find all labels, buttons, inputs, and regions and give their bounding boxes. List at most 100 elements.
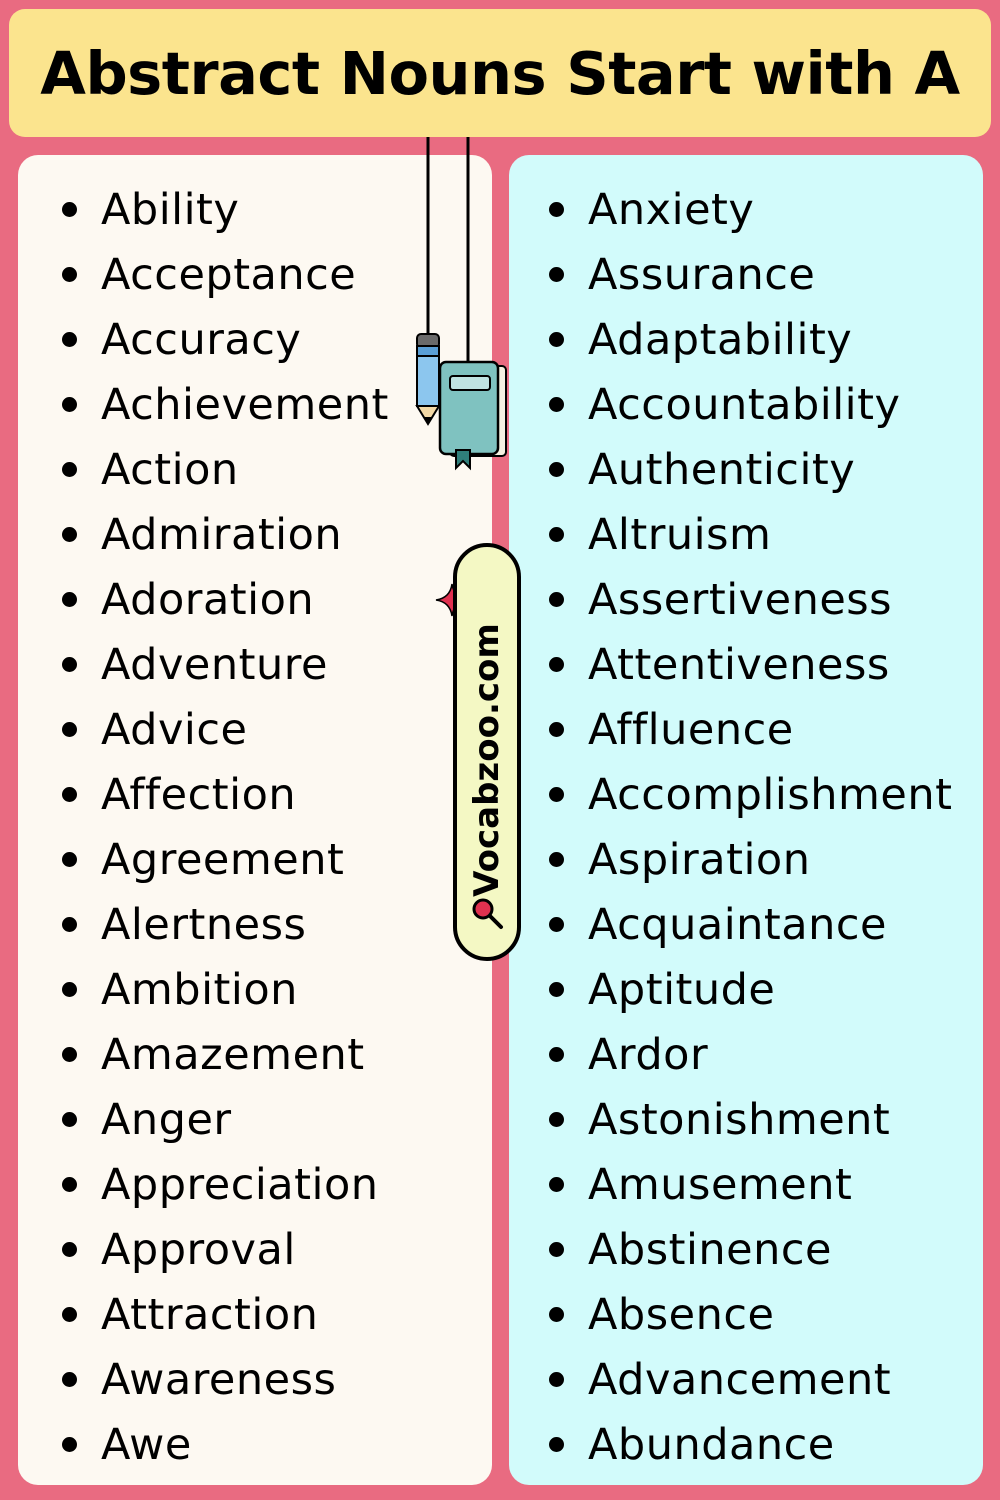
left-word-item: Approval	[62, 1217, 389, 1282]
bullet-icon	[549, 1177, 564, 1192]
right-word-item: Accomplishment	[549, 762, 952, 827]
bullet-icon	[549, 267, 564, 282]
right-word-item: Anxiety	[549, 177, 952, 242]
bullet-icon	[549, 332, 564, 347]
left-word-word: Appreciation	[101, 1159, 379, 1210]
left-word-word: Ability	[101, 184, 240, 235]
right-word-word: Absence	[588, 1289, 775, 1340]
left-word-item: Admiration	[62, 502, 389, 567]
bullet-icon	[549, 202, 564, 217]
left-word-word: Alertness	[101, 899, 307, 950]
search-icon	[472, 898, 503, 929]
right-word-word: Abstinence	[588, 1224, 832, 1275]
left-word-word: Affection	[101, 769, 297, 820]
page-title: Abstract Nouns Start with A	[40, 38, 960, 108]
left-word-item: Ability	[62, 177, 389, 242]
bullet-icon	[62, 1112, 77, 1127]
bullet-icon	[549, 917, 564, 932]
right-word-word: Attentiveness	[588, 639, 890, 690]
left-word-word: Approval	[101, 1224, 296, 1275]
left-word-item: Achievement	[62, 372, 389, 437]
bullet-icon	[549, 527, 564, 542]
left-word-word: Advice	[101, 704, 248, 755]
bullet-icon	[549, 722, 564, 737]
left-word-item: Affection	[62, 762, 389, 827]
left-word-word: Amazement	[101, 1029, 365, 1080]
bullet-icon	[549, 982, 564, 997]
right-word-item: Assurance	[549, 242, 952, 307]
right-word-word: Advancement	[588, 1354, 892, 1405]
left-word-item: Accuracy	[62, 307, 389, 372]
right-word-item: Abundance	[549, 1412, 952, 1477]
right-word-word: Assurance	[588, 249, 816, 300]
left-word-item: Agreement	[62, 827, 389, 892]
bullet-icon	[62, 1437, 77, 1452]
bullet-icon	[549, 852, 564, 867]
right-word-word: Authenticity	[588, 444, 856, 495]
left-word-item: Acceptance	[62, 242, 389, 307]
right-word-item: Affluence	[549, 697, 952, 762]
bullet-icon	[62, 982, 77, 997]
left-word-item: Awareness	[62, 1347, 389, 1412]
left-word-item: Action	[62, 437, 389, 502]
right-word-word: Astonishment	[588, 1094, 891, 1145]
right-word-item: Aspiration	[549, 827, 952, 892]
right-word-item: Absence	[549, 1282, 952, 1347]
bullet-icon	[62, 787, 77, 802]
bullet-icon	[62, 1242, 77, 1257]
left-word-item: Adventure	[62, 632, 389, 697]
right-word-item: Advancement	[549, 1347, 952, 1412]
right-word-item: Attentiveness	[549, 632, 952, 697]
right-word-word: Assertiveness	[588, 574, 893, 625]
bullet-icon	[62, 527, 77, 542]
bullet-icon	[62, 267, 77, 282]
right-word-word: Acquaintance	[588, 899, 887, 950]
left-word-item: Adoration	[62, 567, 389, 632]
left-word-item: Appreciation	[62, 1152, 389, 1217]
bullet-icon	[62, 397, 77, 412]
right-word-word: Aspiration	[588, 834, 811, 885]
left-word-item: Alertness	[62, 892, 389, 957]
bullet-icon	[549, 787, 564, 802]
right-word-word: Amusement	[588, 1159, 853, 1210]
left-word-word: Awe	[101, 1419, 192, 1470]
right-word-word: Accountability	[588, 379, 901, 430]
left-word-word: Adoration	[101, 574, 315, 625]
right-word-word: Accomplishment	[588, 769, 953, 820]
right-word-item: Amusement	[549, 1152, 952, 1217]
right-word-word: Aptitude	[588, 964, 776, 1015]
bullet-icon	[549, 462, 564, 477]
right-word-item: Authenticity	[549, 437, 952, 502]
bullet-icon	[62, 852, 77, 867]
left-word-item: Awe	[62, 1412, 389, 1477]
left-word-word: Action	[101, 444, 239, 495]
right-word-item: Acquaintance	[549, 892, 952, 957]
bullet-icon	[549, 1112, 564, 1127]
left-word-word: Adventure	[101, 639, 328, 690]
left-word-item: Advice	[62, 697, 389, 762]
bullet-icon	[62, 332, 77, 347]
bullet-icon	[62, 462, 77, 477]
bullet-icon	[549, 397, 564, 412]
right-word-item: Aptitude	[549, 957, 952, 1022]
left-word-word: Achievement	[101, 379, 389, 430]
bullet-icon	[62, 722, 77, 737]
left-word-item: Attraction	[62, 1282, 389, 1347]
left-word-word: Accuracy	[101, 314, 302, 365]
left-word-item: Anger	[62, 1087, 389, 1152]
bullet-icon	[549, 1047, 564, 1062]
bullet-icon	[549, 1437, 564, 1452]
bullet-icon	[62, 202, 77, 217]
bullet-icon	[62, 1047, 77, 1062]
left-word-word: Agreement	[101, 834, 345, 885]
left-word-word: Ambition	[101, 964, 298, 1015]
right-word-item: Ardor	[549, 1022, 952, 1087]
title-banner: Abstract Nouns Start with A	[9, 9, 991, 137]
bullet-icon	[549, 1372, 564, 1387]
right-word-word: Anxiety	[588, 184, 755, 235]
bullet-icon	[62, 657, 77, 672]
bullet-icon	[62, 917, 77, 932]
